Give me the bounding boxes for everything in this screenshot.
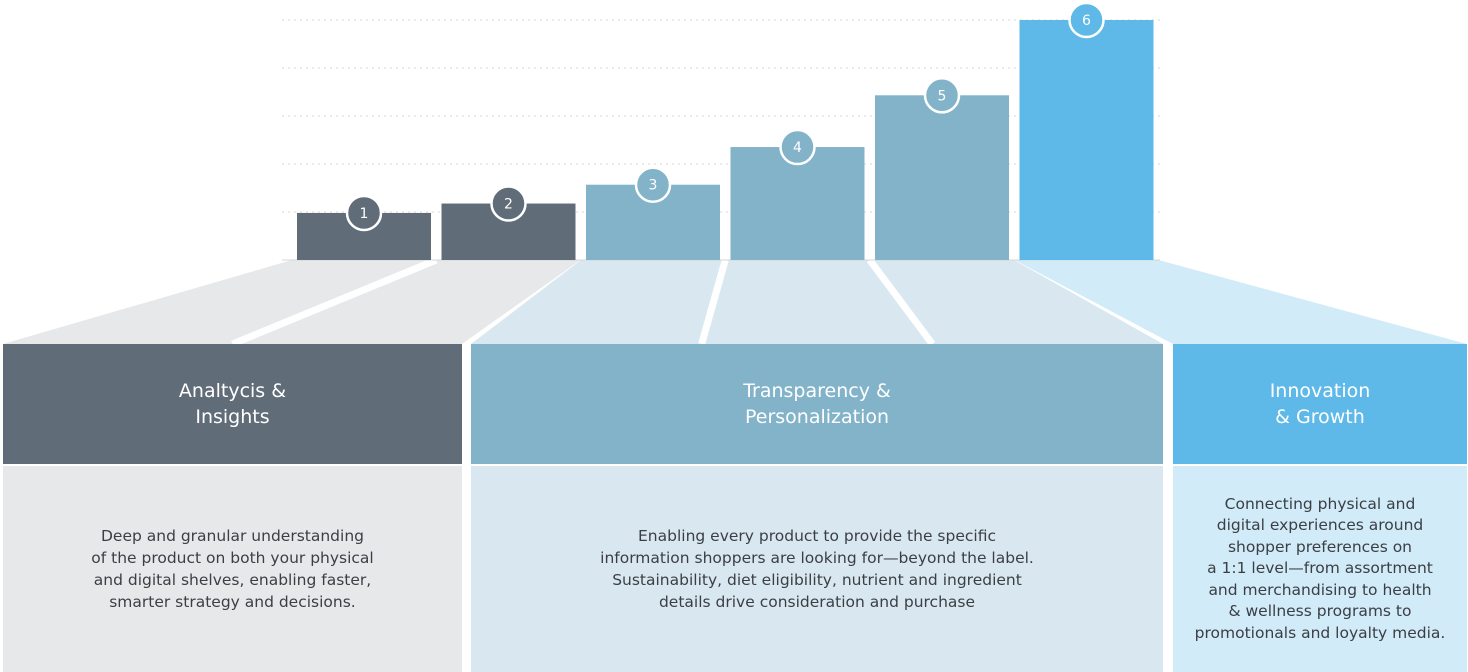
funnel-group-3: [1014, 260, 1467, 344]
bar-badge-6: 6: [1068, 1, 1105, 39]
description-line: of the product on both your physical: [91, 549, 374, 567]
section-body-transparency-personalization: Enabling every product to provide the sp…: [471, 466, 1163, 672]
bar-number-label: 1: [360, 206, 369, 222]
badge-circle: [923, 77, 961, 114]
description-line: Deep and granular understanding: [100, 527, 364, 545]
section-title-line: & Growth: [1275, 406, 1365, 428]
badge-circle: [490, 185, 527, 222]
description-line: promotionals and loyalty media.: [1194, 623, 1446, 642]
bar-6: [1019, 20, 1154, 260]
bar-number-label: 3: [649, 178, 658, 194]
description-line: smarter strategy and decisions.: [109, 593, 356, 611]
funnel-group-2: [471, 260, 1163, 344]
bar-number-label: 5: [938, 88, 947, 104]
description-line: digital experiences around: [1216, 516, 1424, 535]
section-title-line: Personalization: [744, 406, 890, 428]
bar-4: [730, 147, 865, 260]
bar-number-label: 4: [793, 140, 802, 156]
description-line: details drive consideration and purchase: [658, 593, 976, 611]
bar-badge-5: 5: [923, 77, 961, 114]
description-line: a 1:1 level—from assortment: [1207, 559, 1433, 578]
section-header-transparency-personalization: Transparency & Personalization: [471, 344, 1163, 464]
funnel-connectors: [3, 256, 1467, 348]
section-body-analytics-insights: Deep and granular understanding of the p…: [3, 466, 462, 672]
description-line: and merchandising to health: [1208, 580, 1432, 599]
section-description: Deep and granular understanding of the p…: [91, 525, 373, 613]
section-title-line: Insights: [195, 406, 270, 428]
bar-number-badges: 1 2 3 4 5 6: [345, 1, 1105, 232]
funnel-group-1: [3, 260, 581, 344]
section-title-line: Innovation: [1269, 380, 1371, 402]
badge-circle: [1068, 1, 1105, 39]
section-header-innovation-growth: Innovation & Growth: [1173, 344, 1467, 464]
section-title-line: Transparency &: [743, 380, 891, 402]
badge-circle: [345, 194, 383, 232]
description-line: information shoppers are looking for—bey…: [600, 549, 1034, 567]
section-title-line: Analtycis &: [178, 380, 287, 402]
chart-bars: [297, 20, 1154, 260]
section-description: Connecting physical and digital experien…: [1195, 494, 1446, 645]
funnel-divider: [866, 257, 936, 347]
badge-circle: [634, 166, 672, 203]
description-line: and digital shelves, enabling faster,: [93, 571, 372, 589]
bar-badge-4: 4: [779, 128, 816, 166]
bar-5: [875, 95, 1009, 260]
badge-circle: [779, 128, 816, 166]
section-description: Enabling every product to provide the sp…: [600, 525, 1034, 613]
bar-badge-2: 2: [490, 185, 527, 222]
bar-number-label: 6: [1082, 13, 1091, 29]
description-line: & wellness programs to: [1228, 602, 1412, 621]
bar-badge-3: 3: [634, 166, 672, 203]
description-line: Connecting physical and: [1224, 494, 1416, 513]
funnel-divider: [231, 256, 438, 348]
bar-badge-1: 1: [345, 194, 383, 232]
bar-number-label: 2: [504, 197, 513, 213]
description-line: Sustainability, diet eligibility, nutrie…: [612, 571, 1022, 589]
section-header-analytics-insights: Analtycis & Insights: [3, 344, 462, 464]
funnel-divider: [698, 259, 729, 345]
section-body-innovation-growth: Connecting physical and digital experien…: [1173, 466, 1467, 672]
description-line: Enabling every product to provide the sp…: [638, 527, 996, 545]
description-line: shopper preferences on: [1227, 537, 1413, 556]
